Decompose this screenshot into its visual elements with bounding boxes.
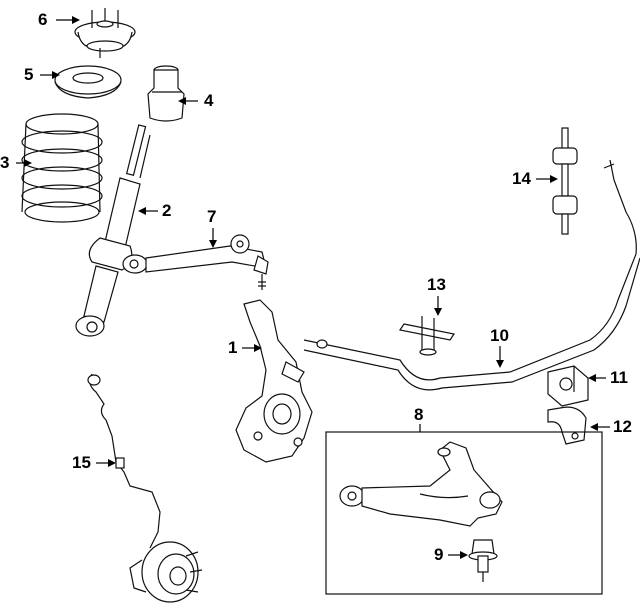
callout-10: 10 [490, 326, 509, 345]
callout-12: 12 [613, 417, 632, 436]
bracket-part [399, 316, 455, 356]
knuckle-part [235, 299, 313, 463]
lower-arm-box [325, 431, 603, 595]
callout-1: 1 [228, 338, 238, 357]
callout-3: 3 [0, 153, 10, 172]
callout-5: 5 [24, 65, 34, 84]
upper-mount-part [74, 8, 136, 58]
callout-9: 9 [434, 545, 444, 564]
callout-7: 7 [207, 207, 217, 226]
ball-joint-part [468, 539, 498, 582]
callout-13: 13 [427, 275, 446, 294]
stabilizer-bar-part [303, 159, 640, 391]
wheel-hub-part [129, 541, 203, 603]
callout-6: 6 [38, 10, 48, 29]
leader-lines [16, 16, 610, 559]
upper-control-arm-part [122, 234, 269, 290]
lower-control-arm-part [339, 441, 503, 527]
stabilizer-bushing-part [547, 365, 589, 407]
bushing-bracket-part [547, 406, 587, 445]
callout-4: 4 [204, 91, 214, 110]
abs-wire-part [87, 373, 161, 549]
shock-absorber-part [75, 124, 151, 337]
spring-insulator-part [54, 65, 122, 99]
callout-14: 14 [512, 169, 531, 188]
stabilizer-link-part [552, 127, 578, 235]
bump-stop-boot-part [147, 65, 185, 122]
callout-15: 15 [72, 453, 91, 472]
coil-spring-part [21, 113, 103, 223]
callout-8: 8 [414, 405, 424, 424]
callout-2: 2 [162, 201, 172, 220]
callout-11: 11 [610, 368, 628, 387]
